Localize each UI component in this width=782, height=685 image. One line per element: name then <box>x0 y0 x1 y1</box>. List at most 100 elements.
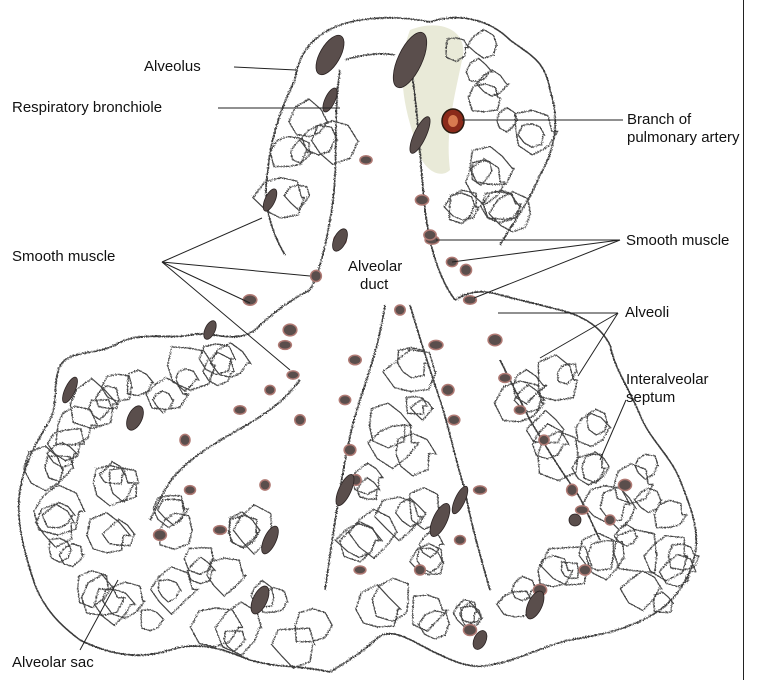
smooth-muscle-knob <box>339 395 350 404</box>
smooth-muscle-knob <box>514 406 525 415</box>
alveolus-outline <box>184 548 213 575</box>
alveolus-outline <box>102 519 134 545</box>
muscle-band <box>332 472 357 508</box>
smooth-muscle-knob <box>442 385 454 396</box>
alveolus-outline <box>370 403 412 448</box>
label-branch-pulmonary-artery-line1: Branch of <box>627 111 691 129</box>
smooth-muscle-knob <box>180 434 190 445</box>
alveolus-outline <box>375 497 423 541</box>
smooth-muscle-knob <box>424 230 436 240</box>
alveolus-outline <box>470 146 514 184</box>
alveolus-outline <box>411 400 433 421</box>
smooth-muscle-knob <box>295 415 305 425</box>
alveolus-outline <box>655 500 687 527</box>
alveolus-outline <box>168 347 216 391</box>
muscle-band <box>123 403 147 432</box>
alveolus-outline <box>36 504 74 547</box>
smooth-muscle-knob <box>415 565 426 575</box>
smooth-muscle-knob <box>539 435 549 445</box>
alveolus-outline <box>141 610 163 631</box>
alveolus-outline <box>368 425 419 469</box>
smooth-muscle-knob <box>234 406 246 415</box>
smooth-muscle-knob <box>460 264 471 275</box>
alveolus-outline <box>407 397 427 415</box>
muscle-band <box>329 227 350 254</box>
alveolus-outline <box>59 544 84 567</box>
alveolus-outline <box>494 381 544 422</box>
pulmonary-artery-branch <box>442 109 464 133</box>
smooth-muscle-knob <box>464 296 477 304</box>
alveolus-outline <box>56 406 98 445</box>
smooth-muscle-knob <box>579 565 591 575</box>
smooth-muscle-knob <box>448 415 460 425</box>
alveolus-outline <box>383 350 436 392</box>
smooth-muscle-knob <box>455 535 466 544</box>
alveolus-outline <box>518 124 544 147</box>
alveolus-outline <box>191 608 243 647</box>
alveolus-outline <box>620 571 661 610</box>
smooth-muscle-knob <box>243 295 257 305</box>
smooth-muscle-knob <box>567 484 578 495</box>
smooth-muscle-knob <box>499 374 511 383</box>
smooth-muscle-knob <box>287 371 299 379</box>
alveolus-outline <box>284 185 309 210</box>
label-interalveolar-septum-line1: Interalveolar <box>626 371 709 389</box>
alveolus-outline <box>472 161 493 186</box>
smooth-muscle-knob <box>488 334 502 345</box>
smooth-muscle-knob <box>260 480 270 490</box>
smooth-muscle-knob <box>463 624 476 635</box>
smooth-muscle-knob <box>605 515 615 525</box>
smooth-muscle-knob <box>415 195 428 205</box>
alveolus-outline <box>99 462 124 484</box>
alveolus-outline <box>587 410 607 435</box>
alveolus-outline <box>466 59 492 82</box>
smooth-muscle-knobs <box>154 156 632 636</box>
smooth-muscle-knob <box>576 506 589 515</box>
label-alveolar-duct-line2: duct <box>360 276 388 294</box>
alveolus-outline <box>586 541 624 580</box>
right-frame-line <box>743 0 744 680</box>
label-interalveolar-septum-line2: septum <box>626 389 675 407</box>
smooth-muscle-knob <box>474 486 487 494</box>
alveolus-outline <box>654 592 673 613</box>
label-respiratory-bronchiole: Respiratory bronchiole <box>12 99 162 117</box>
alveolus-outline <box>207 558 246 596</box>
smooth-muscle-knob <box>349 355 361 365</box>
muscle-bands <box>60 28 583 652</box>
alveolus-outline <box>95 589 136 626</box>
alveolus-outline <box>349 509 398 558</box>
smooth-muscle-knob <box>429 340 443 349</box>
alveolus-outline <box>449 193 475 224</box>
alveolus-outline <box>272 628 315 668</box>
alveolus-outline <box>477 70 509 96</box>
alveolus-outline <box>468 84 500 112</box>
alveolus-outline <box>644 536 687 581</box>
alveolus-outline <box>159 580 181 603</box>
smooth-muscle-knob <box>354 566 366 574</box>
label-smooth-muscle-right: Smooth muscle <box>626 232 729 250</box>
muscle-band <box>258 524 282 556</box>
alveolus-outline <box>89 400 112 420</box>
alveolus-outline <box>467 30 497 59</box>
alveolus-outline <box>558 364 577 384</box>
alveolus-outline <box>253 178 304 219</box>
smooth-muscle-knob <box>283 324 297 336</box>
alveolus-outline <box>340 522 380 562</box>
muscle-band <box>201 319 219 341</box>
smooth-muscle-knob <box>279 341 292 350</box>
label-smooth-muscle-left: Smooth muscle <box>12 248 115 266</box>
alveolus-outline <box>24 446 64 491</box>
smooth-muscle-knob <box>344 445 356 456</box>
alveolus-outline <box>188 557 216 584</box>
label-alveolar-sac: Alveolar sac <box>12 654 94 672</box>
smooth-muscle-knob <box>185 486 196 495</box>
alveolus-outline <box>103 582 145 618</box>
alveolus-outline <box>151 567 198 614</box>
label-branch-pulmonary-artery-line2: pulmonary artery <box>627 129 740 147</box>
smooth-muscle-knob <box>214 526 227 535</box>
smooth-muscle-knob <box>618 479 631 490</box>
alveolus-outline <box>199 344 235 375</box>
alveolus-outline <box>295 609 332 642</box>
alveolus-outline <box>582 452 609 483</box>
